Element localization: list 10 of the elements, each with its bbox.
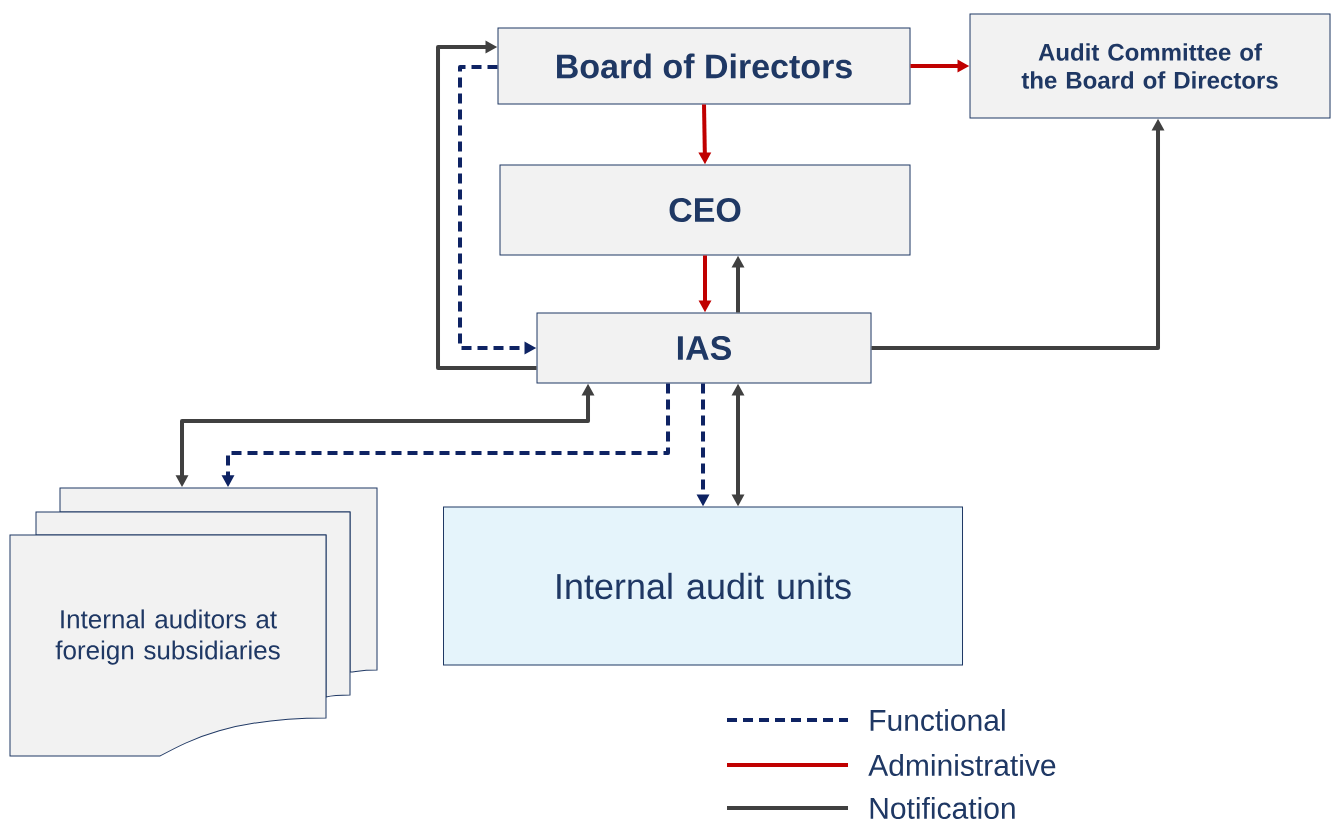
ceo-box: CEO <box>499 164 911 256</box>
committee-box: Audit Committee of the Board of Directors <box>969 13 1331 119</box>
document-stack: Internal auditors at foreign subsidiaries <box>9 487 378 757</box>
legend-label: Administrative <box>868 754 1056 777</box>
audit-units-box: Internal audit units <box>443 506 963 666</box>
board-box: Board of Directors <box>497 27 911 105</box>
ias-box: IAS <box>536 312 872 384</box>
legend-label: Notification <box>870 797 1015 820</box>
legend-label: Functional <box>870 709 1005 732</box>
arrow <box>436 40 537 370</box>
